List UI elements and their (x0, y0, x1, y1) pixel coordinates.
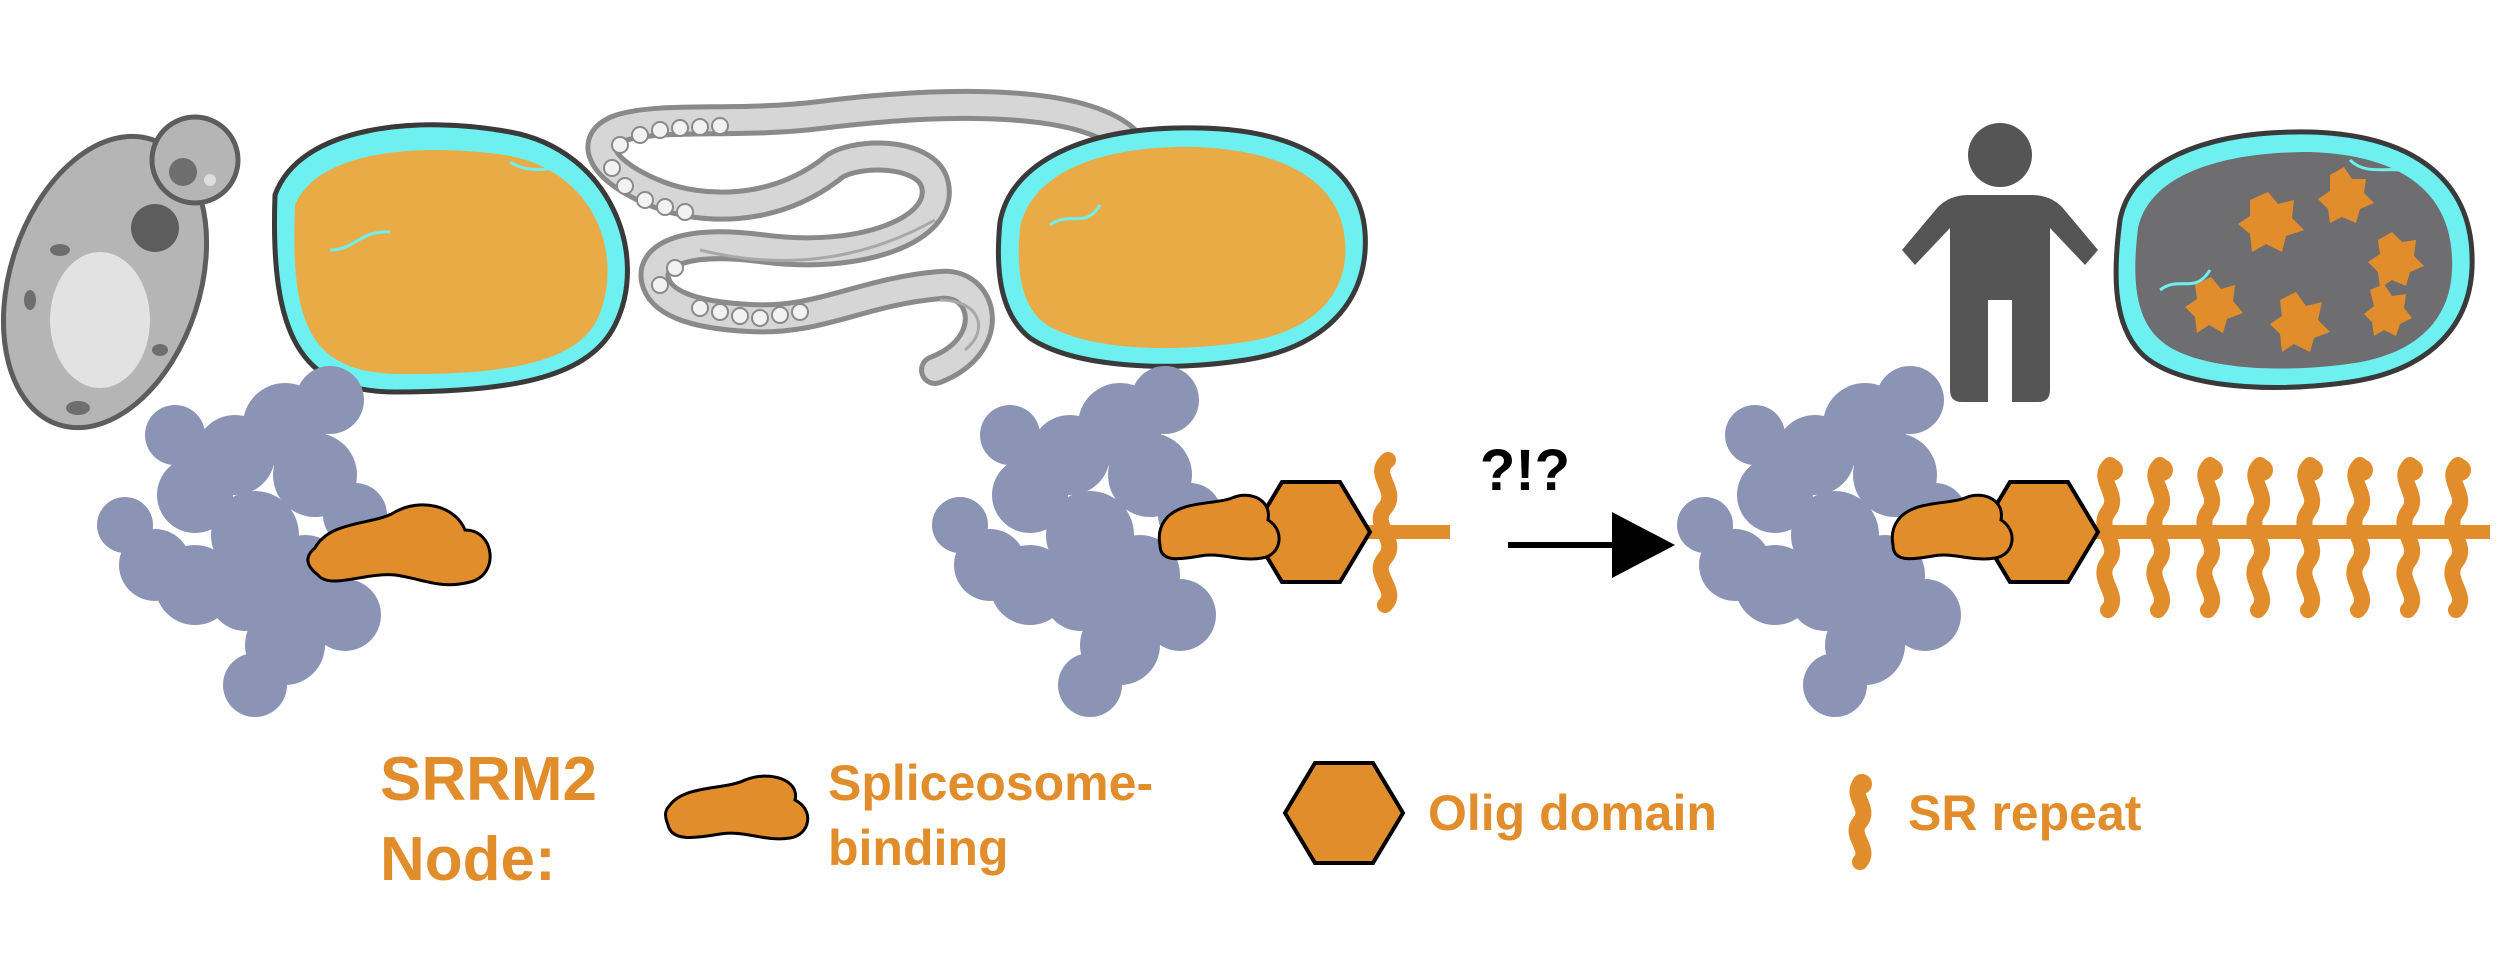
yeast-icon (0, 114, 241, 431)
human-sr-repeat-heads (2101, 459, 2471, 481)
legend-sr-repeat-head-icon (1852, 774, 1872, 794)
human-nucleus (2113, 129, 2475, 390)
legend-olig-hexagon-icon (1282, 761, 1406, 865)
worm-icon (585, 88, 1158, 386)
human-panel (1677, 123, 2490, 717)
legend-title-line1: SRRM2 (380, 745, 597, 814)
legend-sr-label: SR repeat (1908, 785, 2142, 841)
evolution-arrow: ?!? (1480, 438, 1675, 578)
yeast-panel (0, 114, 630, 717)
legend: SRRM2 Node: Spliceosome- binding Olig do… (380, 745, 2142, 894)
arrow-head-icon (1612, 512, 1675, 578)
yeast-spliceosome-binding-domain (306, 503, 492, 587)
human-sr-repeats (2096, 457, 2469, 618)
legend-sr-repeat-icon (1848, 774, 1872, 870)
worm-spliceosome-binding-domain (1157, 493, 1281, 561)
worm-panel (585, 88, 1450, 717)
worm-nucleus (995, 125, 1368, 369)
worm-sr-repeat (1372, 452, 1398, 613)
yeast-nucleus (271, 122, 630, 395)
human-icon (1902, 123, 2098, 402)
human-spliceosome-binding-domain (1890, 493, 2014, 561)
legend-title-line2: Node: (380, 825, 556, 894)
legend-spliceosome-line1: Spliceosome- (828, 755, 1153, 811)
legend-spliceosome-binding-icon (664, 774, 810, 841)
human-nuclear-speckles (2185, 167, 2424, 352)
question-exclamation-label: ?!? (1480, 438, 1570, 503)
legend-spliceosome-line2: binding (828, 820, 1009, 876)
legend-olig-label: Olig domain (1428, 785, 1717, 841)
